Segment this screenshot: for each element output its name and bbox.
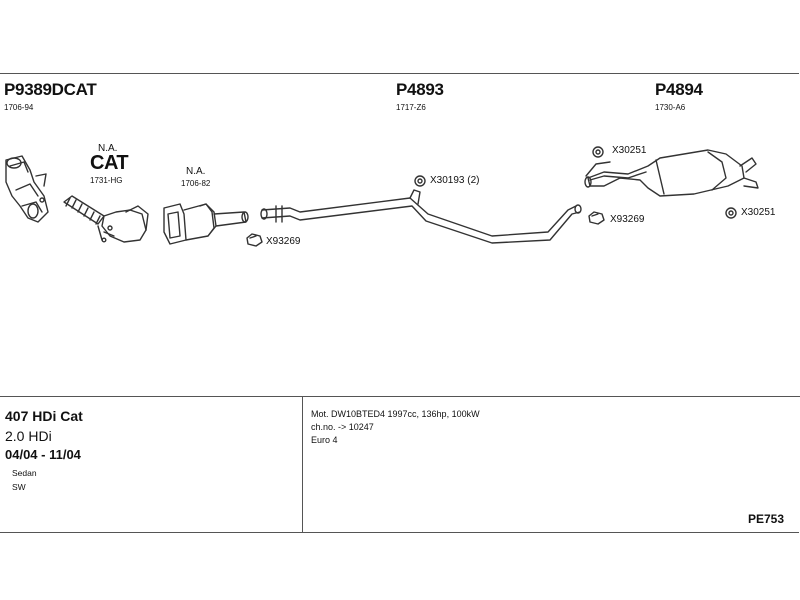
cat-code: 1731-HG	[90, 176, 123, 185]
engine-spec: Mot. DW10BTED4 1997cc, 136hp, 100kW	[311, 409, 480, 419]
chassis-number: ch.no. -> 10247	[311, 422, 374, 432]
clamp-icon	[246, 233, 263, 247]
manifold-catalyst-icon	[5, 155, 49, 223]
intermediate-pipe-icon	[260, 189, 582, 244]
vehicle-dates: 04/04 - 11/04	[5, 447, 81, 462]
fitting-label-x30193: X30193 (2)	[430, 175, 480, 186]
info-divider-vertical	[302, 397, 303, 533]
clamp-icon	[588, 211, 605, 225]
vehicle-engine: 2.0 HDi	[5, 428, 52, 444]
diagram-code: PE753	[748, 512, 785, 526]
flex-pipe-catalyst-icon	[63, 195, 149, 243]
part-code-p4893: 1717-Z6	[396, 103, 426, 112]
fitting-label-x93269-right: X93269	[610, 214, 645, 225]
fitting-label-x30251-right: X30251	[741, 207, 776, 218]
part-code-p4894: 1730-A6	[655, 103, 686, 112]
rubber-mount-icon	[725, 207, 737, 219]
diagram-frame	[0, 73, 799, 533]
particulate-filter-icon	[163, 203, 249, 245]
fitting-label-x93269-left: X93269	[266, 236, 301, 247]
cat-na-label: N.A.	[98, 143, 118, 154]
hanger-ring-icon	[414, 175, 426, 187]
emission-standard: Euro 4	[311, 435, 338, 445]
vehicle-model: 407 HDi Cat	[5, 408, 83, 424]
body-type-sw: SW	[12, 482, 26, 492]
part-number-p4894: P4894	[655, 80, 703, 99]
part-number-p4893: P4893	[396, 80, 444, 99]
part-number-p9389dcat: P9389DCAT	[4, 80, 97, 99]
info-divider-horizontal	[0, 396, 800, 397]
part-code-p9389dcat: 1706-94	[4, 103, 34, 112]
rear-silencer-icon	[584, 149, 759, 197]
dpf-na-label: N.A.	[186, 166, 206, 177]
rubber-mount-icon	[592, 146, 604, 158]
fitting-label-x30251-top: X30251	[612, 145, 647, 156]
cat-label: CAT	[90, 152, 129, 174]
dpf-code: 1706-82	[181, 179, 211, 188]
body-type-sedan: Sedan	[12, 468, 37, 478]
